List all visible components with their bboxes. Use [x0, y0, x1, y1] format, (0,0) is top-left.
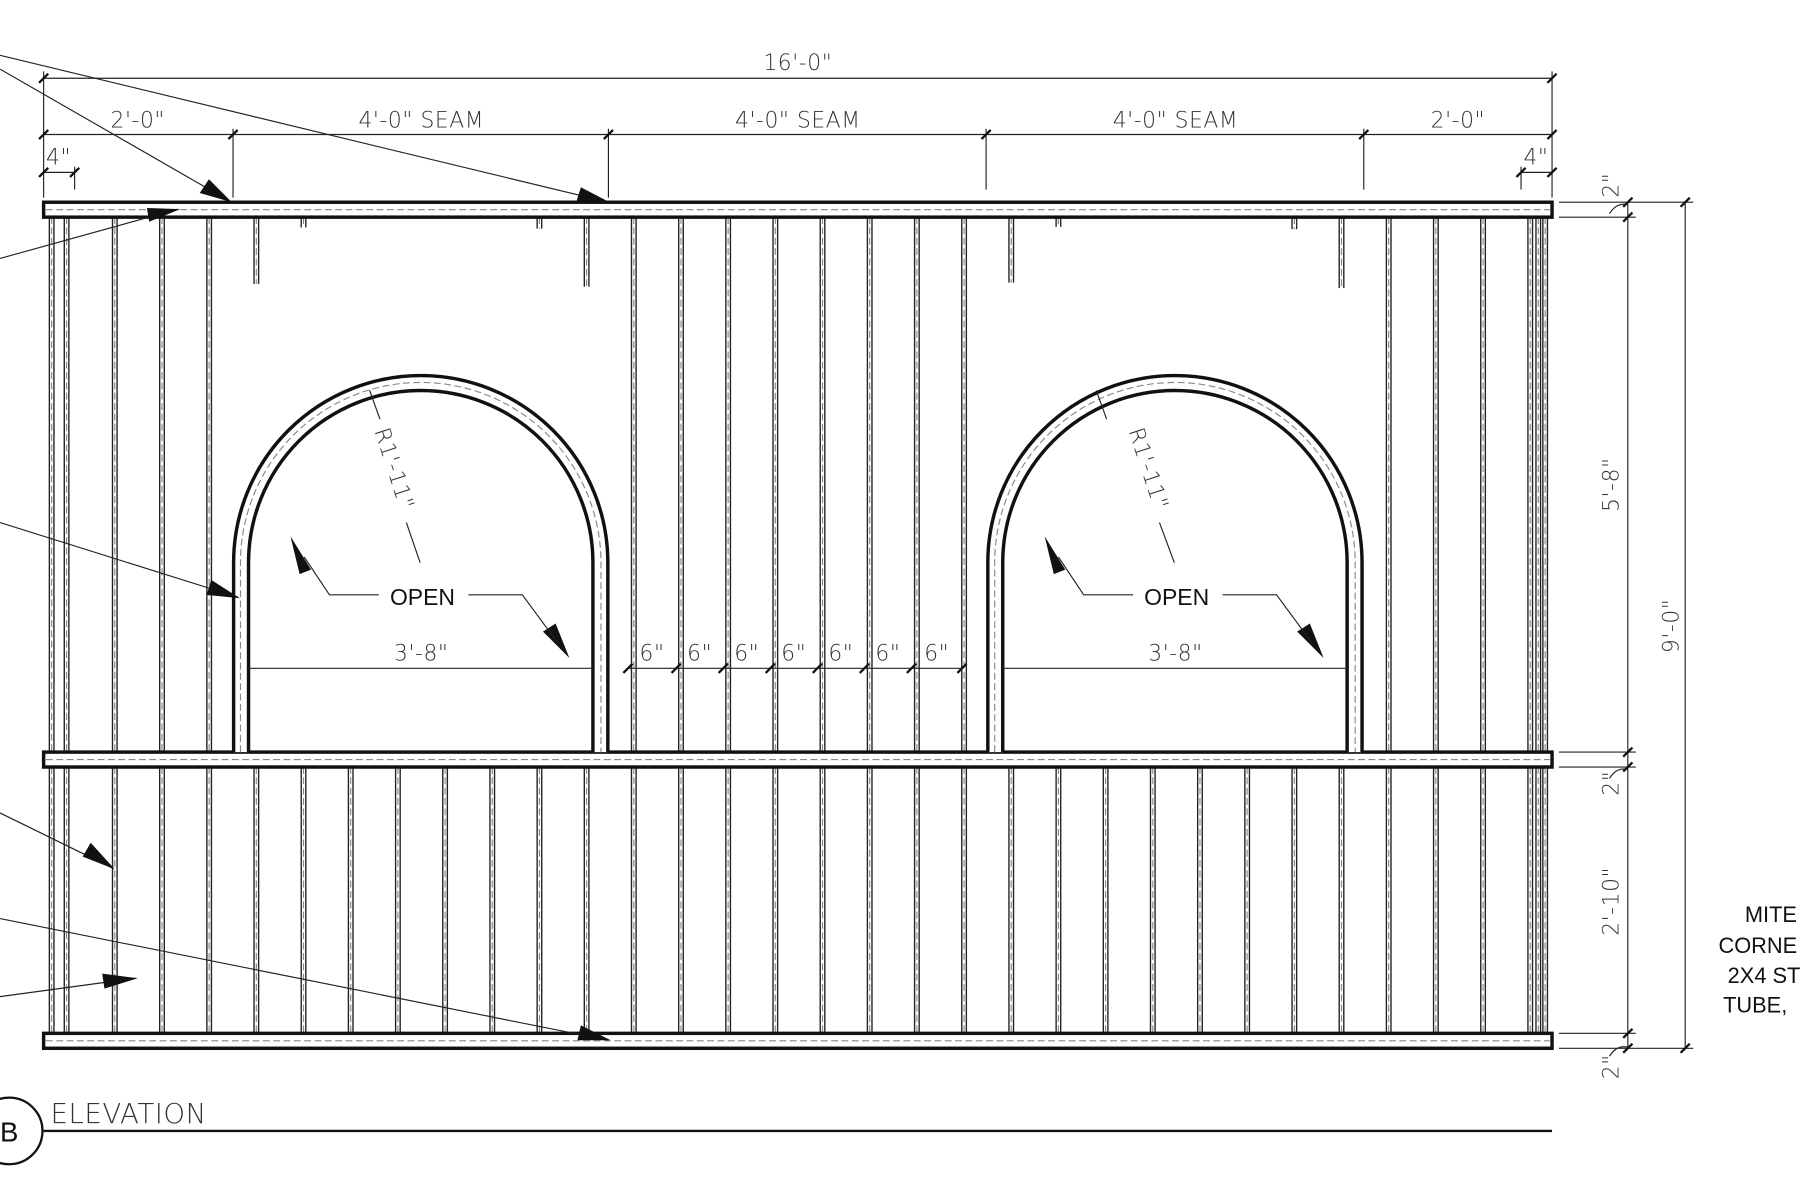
stud: [1542, 217, 1549, 1034]
section-marker-letter: B: [0, 1116, 18, 1147]
top-dimensions: [38, 71, 1558, 198]
bottom-rail: [41, 1031, 1554, 1050]
leader-lines: [0, 54, 609, 1041]
stud: [1244, 767, 1251, 1034]
stud: [394, 767, 401, 1034]
arch-opening-1: [231, 373, 610, 753]
top-rail-dimension: 2": [1600, 173, 1625, 198]
stud: [1008, 217, 1015, 1034]
opening-width-dimension: 3'-8": [1148, 641, 1203, 666]
upper-height-dimension: 5'-8": [1600, 457, 1625, 512]
arch-radius-dimension: R1'-11": [1123, 425, 1173, 513]
stud: [1102, 767, 1109, 1034]
seam-dimension-3: 4'-0" SEAM: [1113, 109, 1239, 134]
stud: [158, 217, 165, 1034]
overall-width-dimension: 16'-0": [763, 51, 832, 76]
studs: [48, 217, 1549, 1034]
end-left-dimension: 2'-0": [111, 109, 166, 134]
stud: [866, 217, 873, 1034]
middle-rail-dimension: 2": [1600, 771, 1625, 796]
stud: [442, 767, 449, 1034]
note-line: MITE: [1745, 902, 1797, 927]
side-note: MITE CORNE 2X4 ST TUBE,: [1718, 902, 1800, 1018]
stud: [206, 217, 213, 1034]
stud: [961, 217, 968, 1034]
open-leaders: [247, 390, 1348, 669]
opening-label: OPEN: [1144, 584, 1209, 610]
stud: [536, 217, 543, 1034]
stud-spacing-dimension: 6": [875, 641, 900, 666]
opening-2-labels: R1'-11" OPEN 3'-8": [1123, 425, 1209, 666]
stud: [1196, 767, 1203, 1034]
stud: [48, 217, 55, 1034]
stud-spacing-dimension: 6": [640, 641, 665, 666]
stud: [1385, 217, 1392, 1034]
stud: [913, 217, 920, 1034]
stud: [1480, 217, 1487, 1034]
arch-radius-dimension: R1'-11": [369, 425, 419, 513]
opening-width-dimension: 3'-8": [394, 641, 449, 666]
arch-opening-2: [986, 373, 1364, 753]
offset-left-dimension: 4": [46, 145, 71, 170]
end-right-dimension: 2'-0": [1431, 109, 1486, 134]
overall-height-dimension: 9'-0": [1659, 599, 1684, 654]
stud: [1432, 217, 1439, 1034]
leader-arrowheads: [82, 179, 1324, 1041]
stud: [300, 217, 307, 1034]
stud: [63, 217, 70, 1034]
stud: [1291, 217, 1298, 1034]
stud-spacing-dimension: 6": [734, 641, 759, 666]
stud: [725, 217, 732, 1034]
stud: [772, 217, 779, 1034]
stud: [1527, 217, 1534, 1034]
stud: [347, 767, 354, 1034]
top-rail: [41, 200, 1554, 219]
stud: [583, 217, 590, 1034]
note-line: CORNE: [1718, 933, 1797, 958]
stud: [1149, 767, 1156, 1034]
stud-spacing-dimension: 6": [924, 641, 949, 666]
note-line: 2X4 ST: [1728, 963, 1800, 988]
middle-rail: [41, 750, 1554, 769]
elevation-label: ELEVATION: [51, 1098, 207, 1130]
stud-spacing-dimensions: 6" 6" 6" 6" 6" 6" 6": [622, 641, 968, 674]
right-dimensions: [1558, 196, 1694, 1057]
elevation-title: B ELEVATION: [0, 1096, 1553, 1166]
section-marker: [0, 1096, 44, 1166]
lower-height-dimension: 2'-10": [1600, 867, 1625, 936]
stud: [1055, 217, 1062, 1034]
stud: [819, 217, 826, 1034]
stud: [489, 767, 496, 1034]
note-line: TUBE,: [1723, 993, 1787, 1018]
stud: [111, 217, 118, 1034]
rails: [41, 200, 1554, 1050]
bottom-rail-dimension: 2": [1600, 1054, 1625, 1079]
stud-spacing-dimension: 6": [781, 641, 806, 666]
seam-dimension-2: 4'-0" SEAM: [735, 109, 861, 134]
opening-1-labels: R1'-11" OPEN 3'-8": [369, 425, 455, 666]
stud: [253, 217, 260, 1034]
opening-label: OPEN: [390, 584, 455, 610]
offset-right-dimension: 4": [1523, 145, 1548, 170]
stud-spacing-dimension: 6": [687, 641, 712, 666]
stud: [1535, 217, 1542, 1034]
stud: [630, 217, 637, 1034]
stud-spacing-dimension: 6": [828, 641, 853, 666]
seam-dimension-1: 4'-0" SEAM: [358, 109, 484, 134]
stud: [1338, 217, 1345, 1034]
stud: [677, 217, 684, 1034]
